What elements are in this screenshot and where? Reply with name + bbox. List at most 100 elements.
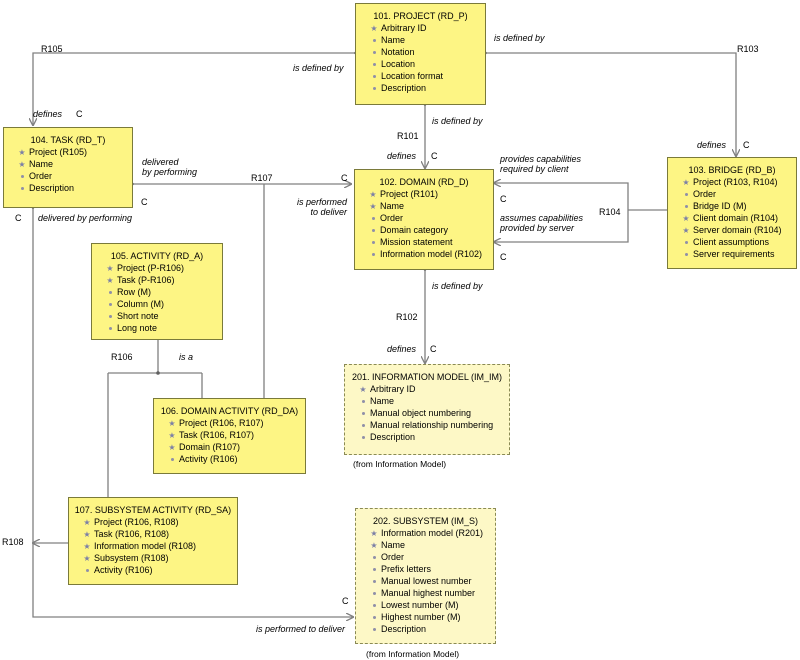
r107-conditionality: C: [341, 173, 348, 183]
attribute-row: Long note: [103, 322, 222, 334]
r105-verb-label: defines: [33, 109, 63, 119]
r108-conditionality: C: [15, 213, 22, 223]
identifier-star-icon: ★: [106, 264, 114, 273]
r106-label: R106: [111, 352, 133, 362]
attribute-name: Information model (R102): [380, 249, 483, 259]
identifier-star-icon: ★: [83, 518, 91, 527]
attribute-bullet-icon: [366, 224, 380, 236]
attribute-bullet-icon: [165, 453, 179, 465]
r103-label: R103: [737, 44, 759, 54]
attribute-row: ★Project (R106, R108): [80, 516, 237, 528]
r103-line: [486, 53, 736, 156]
entity-title: 201. INFORMATION MODEL (IM_IM): [351, 372, 502, 382]
attribute-row: Location: [367, 58, 485, 70]
attribute-name: Location: [381, 59, 416, 69]
attribute-bullet-icon: [103, 310, 117, 322]
attribute-row: ★Name: [367, 539, 495, 551]
attribute-name: Task (P-R106): [117, 275, 175, 285]
identifier-star-icon: ★: [682, 214, 690, 223]
identifier-star-icon: ★: [168, 443, 176, 452]
attribute-name: Project (R106, R107): [179, 418, 264, 428]
attribute-list: ★Project (P-R106)★Task (P-R106)Row (M)Co…: [92, 262, 222, 334]
attribute-row: ★Task (R106, R108): [80, 528, 237, 540]
attribute-name: Activity (R106): [94, 565, 153, 575]
r108-verb-label: is performed to deliver: [256, 624, 346, 634]
identifier-star-icon: ★: [18, 160, 26, 169]
identifier-star-icon: ★: [370, 541, 378, 550]
attribute-row: Notation: [367, 46, 485, 58]
attribute-row: Description: [356, 431, 509, 443]
attribute-name: Task (R106, R108): [94, 529, 170, 539]
identifier-star-icon: ★: [106, 276, 114, 285]
attribute-name: Arbitrary ID: [381, 23, 427, 33]
attribute-bullet-icon: [356, 431, 370, 443]
attribute-row: Description: [367, 623, 495, 635]
attribute-name: Mission statement: [380, 237, 453, 247]
attribute-bullet-icon: [356, 395, 370, 407]
r105-conditionality: C: [76, 109, 83, 119]
attribute-list: ★Project (R106, R107)★Task (R106, R107)★…: [154, 417, 305, 465]
r106-junction-dot: [156, 371, 160, 375]
attribute-bullet-icon: [367, 599, 381, 611]
attribute-name: Project (R106, R108): [94, 517, 179, 527]
attribute-row: Information model (R102): [366, 248, 493, 260]
bridge-entity[interactable]: 103. BRIDGE (RD_B) ★ Project (R103, R104)…: [667, 157, 797, 269]
attribute-row: Manual relationship numbering: [356, 419, 509, 431]
attribute-row: Activity (R106): [165, 453, 305, 465]
attribute-row: Prefix letters: [367, 563, 495, 575]
subsystem-caption: (from Information Model): [366, 649, 460, 659]
r108-conditionality: C: [342, 596, 349, 606]
attribute-row: ★Domain (R107): [165, 441, 305, 453]
attribute-name: Project (R103, R104): [693, 177, 778, 187]
attribute-bullet-icon: [15, 170, 29, 182]
subsystem-activity-entity[interactable]: 107. SUBSYSTEM ACTIVITY (RD_SA) ★Project…: [68, 497, 238, 585]
attribute-row: ★Arbitrary ID: [367, 22, 485, 34]
attribute-name: Information model (R201): [381, 528, 484, 538]
attribute-name: Subsystem (R108): [94, 553, 169, 563]
attribute-bullet-icon: [366, 248, 380, 260]
attribute-name: Row (M): [117, 287, 151, 297]
activity-entity[interactable]: 105. ACTIVITY (RD_A) ★Project (P-R106)★T…: [91, 243, 223, 340]
attribute-name: Description: [381, 83, 427, 93]
attribute-row: Lowest number (M): [367, 599, 495, 611]
identifier-star-icon: ★: [83, 554, 91, 563]
attribute-name: Notation: [381, 47, 415, 57]
r108-label: R108: [2, 537, 24, 547]
attribute-bullet-icon: [356, 407, 370, 419]
attribute-name: Manual object numbering: [370, 408, 472, 418]
attribute-name: Project (R105): [29, 147, 88, 157]
attribute-row: Mission statement: [366, 236, 493, 248]
attribute-bullet-icon: [679, 188, 693, 200]
identifier-star-icon: ★: [369, 202, 377, 211]
attribute-name: Information model (R108): [94, 541, 197, 551]
entity-title: 107. SUBSYSTEM ACTIVITY (RD_SA): [74, 505, 232, 515]
attribute-bullet-icon: [103, 286, 117, 298]
attribute-name: Arbitrary ID: [370, 384, 416, 394]
r104-client-line: [494, 183, 629, 210]
attribute-name: Name: [381, 540, 406, 550]
attribute-bullet-icon: [367, 563, 381, 575]
entity-title: 103. BRIDGE (RD_B): [688, 165, 776, 175]
subsystem-entity[interactable]: 202. SUBSYSTEM (IM_S) ★Information model…: [355, 508, 496, 644]
r103-conditionality: C: [743, 140, 750, 150]
identifier-star-icon: ★: [83, 542, 91, 551]
information-model-entity[interactable]: 201. INFORMATION MODEL (IM_IM) ★Arbitrar…: [344, 364, 510, 455]
attribute-row: ★Arbitrary ID: [356, 383, 509, 395]
identifier-star-icon: ★: [369, 190, 377, 199]
attribute-name: Domain category: [380, 225, 449, 235]
r102-verb-label: is defined by: [432, 281, 483, 291]
attribute-row: Row (M): [103, 286, 222, 298]
information-model-caption: (from Information Model): [353, 459, 447, 469]
attribute-bullet-icon: [367, 551, 381, 563]
r105-label: R105: [41, 44, 63, 54]
domain-activity-entity[interactable]: 106. DOMAIN ACTIVITY (RD_DA) ★Project (R…: [153, 398, 306, 474]
entity-title: 105. ACTIVITY (RD_A): [110, 251, 204, 261]
